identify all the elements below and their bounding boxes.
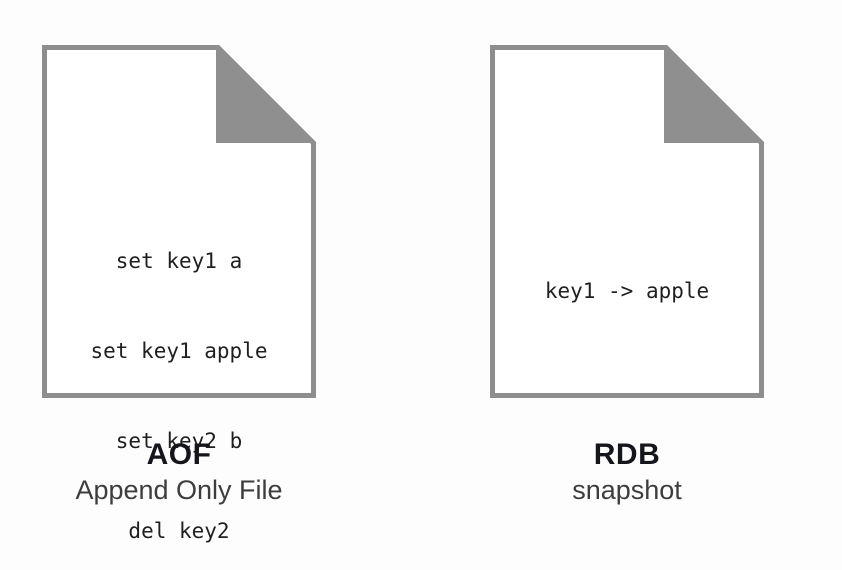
rdb-caption: RDB snapshot — [490, 438, 764, 505]
code-line: set key1 apple — [90, 339, 268, 363]
aof-subtitle: Append Only File — [75, 475, 283, 505]
aof-caption: AOF Append Only File — [42, 438, 316, 505]
code-line: key1 -> apple — [544, 279, 710, 303]
aof-title: AOF — [146, 438, 212, 471]
document-icon — [42, 45, 316, 398]
rdb-subtitle: snapshot — [572, 475, 682, 505]
rdb-title: RDB — [593, 438, 661, 471]
code-line: set key1 a — [115, 249, 243, 273]
document-icon — [490, 45, 764, 398]
rdb-file-contents: key1 -> apple — [490, 216, 764, 366]
aof-file-contents: set key1 a set key1 apple set key2 b del… — [42, 186, 316, 570]
folded-corner-icon — [664, 45, 764, 143]
code-line: set key2 b — [115, 429, 243, 453]
folded-corner-icon — [216, 45, 316, 143]
code-line: del key2 — [128, 519, 230, 543]
